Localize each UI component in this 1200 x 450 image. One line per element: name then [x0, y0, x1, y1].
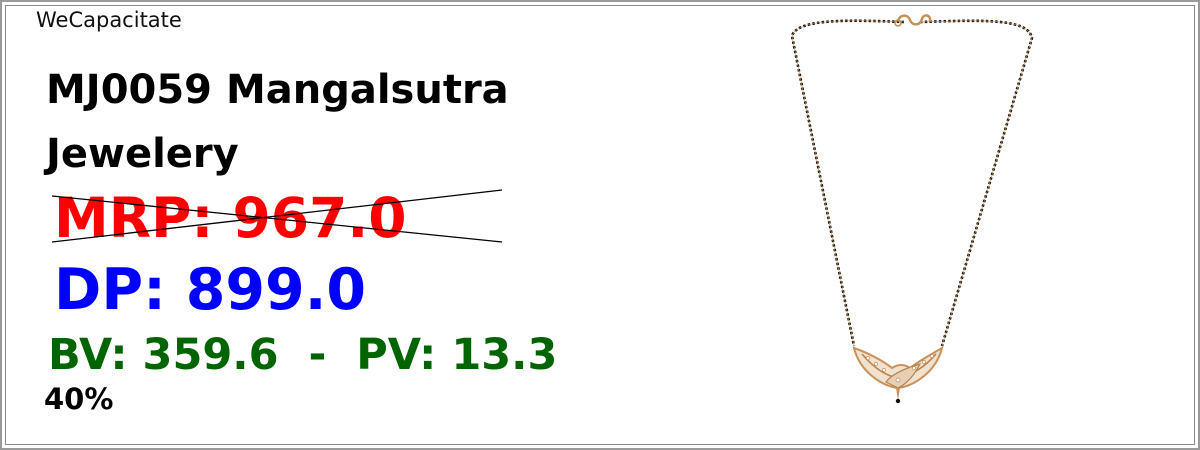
mrp-block: MRP: 967.0 [50, 184, 510, 252]
mrp-price: MRP: 967.0 [54, 186, 407, 250]
pendant-shape [852, 345, 944, 404]
product-title: MJ0059 Mangalsutra Jewelery [46, 67, 509, 177]
bv-pv-values: BV: 359.6 - PV: 13.3 [48, 330, 558, 380]
strike-through-cross [51, 189, 503, 243]
dp-price: DP: 899.0 [54, 257, 367, 323]
brand-name: WeCapacitate [36, 8, 182, 32]
mangalsutra-necklace-image [790, 14, 1034, 404]
discount-percent: 40% [44, 382, 114, 416]
